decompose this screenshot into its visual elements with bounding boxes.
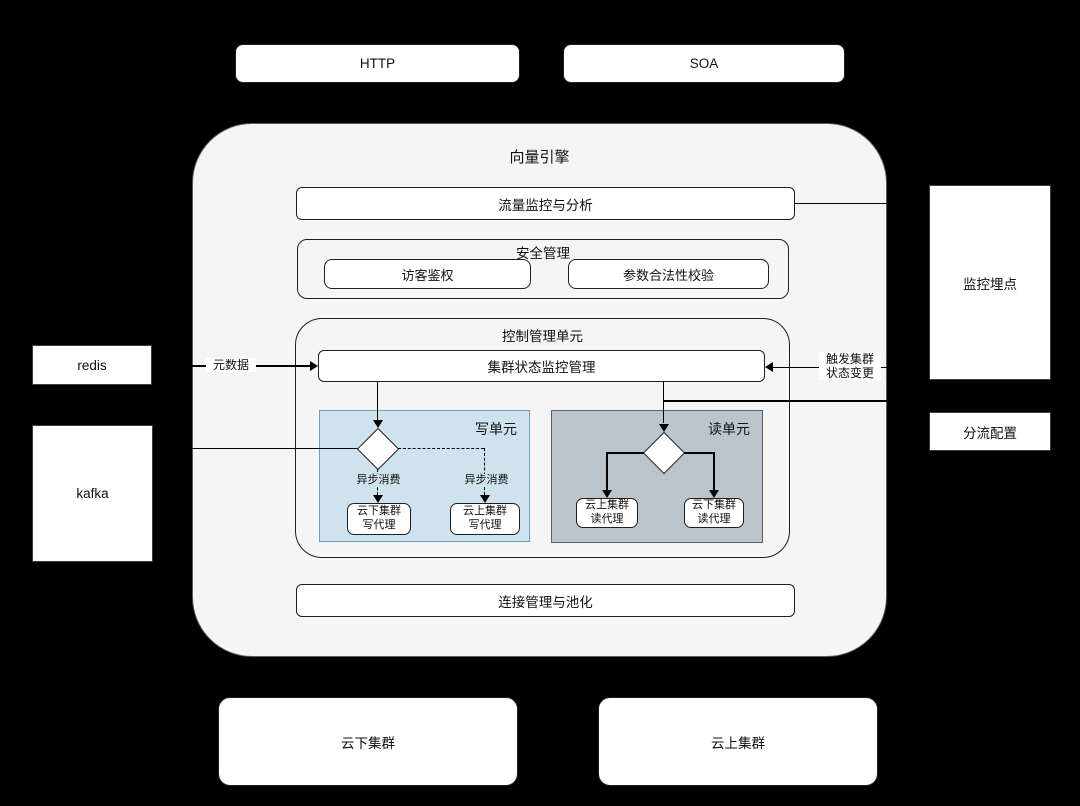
- edge-read-online-v: [606, 452, 608, 491]
- write-proxy-online: 云上集群 写代理: [450, 503, 520, 535]
- traffic-monitor-label: 流量监控与分析: [498, 197, 593, 213]
- node-monitor-label: 监控埋点: [963, 276, 1017, 292]
- edge-async-offline-label: 异步消费: [353, 474, 404, 487]
- security-param-box: 参数合法性校验: [568, 259, 769, 289]
- write-unit-title: 写单元: [475, 421, 517, 437]
- write-proxy-offline: 云下集群 写代理: [347, 503, 411, 535]
- node-kafka-label: kafka: [76, 486, 109, 501]
- node-http: HTTP: [235, 44, 520, 83]
- edge-traffic-monitor: [795, 202, 929, 204]
- read-unit-title: 读单元: [708, 421, 750, 437]
- connection-pool-bar: 连接管理与池化: [296, 584, 795, 617]
- security-group-title: 安全管理: [516, 246, 570, 261]
- security-param-label: 参数合法性校验: [622, 267, 714, 283]
- node-online-cluster-label: 云上集群: [711, 735, 765, 751]
- node-split-config: 分流配置: [929, 412, 1051, 451]
- edge-status-write: [376, 382, 378, 420]
- edge-trigger-arrowhead: [765, 362, 773, 373]
- read-proxy-online-line1: 云上集群: [585, 499, 629, 512]
- read-proxy-offline-line1: 云下集群: [692, 499, 736, 512]
- read-proxy-online-line2: 读代理: [590, 513, 624, 525]
- node-http-label: HTTP: [359, 56, 396, 71]
- edge-read-online-arrowhead: [602, 489, 613, 498]
- connection-pool-label: 连接管理与池化: [498, 594, 593, 610]
- edge-async-online-arrowhead: [479, 494, 490, 503]
- edge-status-read: [662, 382, 665, 423]
- edge-http-engine: [376, 83, 378, 127]
- edge-status-write-arrowhead: [372, 419, 383, 428]
- edge-status-read-arrowhead: [658, 423, 669, 432]
- write-proxy-offline-line1: 云下集群: [357, 505, 401, 518]
- edge-read-offline-h: [684, 452, 715, 454]
- node-online-cluster: 云上集群: [598, 697, 878, 786]
- write-proxy-online-line1: 云上集群: [463, 505, 507, 518]
- edge-read-offline-arrowhead: [709, 489, 719, 498]
- edge-trigger-label-line2: 状态变更: [825, 366, 874, 380]
- edge-async-online-v: [483, 448, 485, 495]
- edge-trigger-label-line1: 触发集群: [825, 352, 874, 366]
- edge-metadata-label: 元数据: [206, 358, 256, 372]
- security-auth-box: 访客鉴权: [324, 259, 531, 289]
- edge-soa-engine: [703, 83, 705, 127]
- edge-read-offline-v: [713, 452, 715, 491]
- edge-trigger-label: 触发集群 状态变更: [819, 352, 881, 380]
- cluster-status-label: 集群状态监控管理: [487, 360, 596, 375]
- node-split-config-label: 分流配置: [963, 425, 1017, 441]
- edge-async-offline-arrowhead: [372, 494, 383, 503]
- edge-metadata-arrowhead: [310, 360, 318, 371]
- write-proxy-online-line2: 写代理: [468, 519, 502, 531]
- node-kafka: kafka: [32, 425, 153, 562]
- control-group: [295, 318, 790, 558]
- edge-read-splitconfig: [663, 400, 929, 402]
- node-offline-cluster-label: 云下集群: [341, 735, 395, 751]
- security-auth-label: 访客鉴权: [401, 267, 454, 283]
- read-proxy-offline: 云下集群 读代理: [684, 498, 744, 528]
- security-group: [297, 239, 789, 299]
- read-proxy-online: 云上集群 读代理: [576, 498, 638, 528]
- cluster-status-bar: 集群状态监控管理: [318, 350, 765, 382]
- edge-read-online-h: [606, 452, 644, 454]
- traffic-monitor-bar: 流量监控与分析: [296, 187, 795, 220]
- node-redis-label: redis: [77, 357, 107, 373]
- write-proxy-offline-line2: 写代理: [362, 519, 396, 531]
- edge-kafka-write: [153, 447, 358, 450]
- node-monitor: 监控埋点: [929, 185, 1051, 380]
- node-soa-label: SOA: [689, 56, 719, 71]
- node-redis: redis: [32, 345, 152, 385]
- node-offline-cluster: 云下集群: [218, 697, 518, 786]
- control-group-title: 控制管理单元: [502, 329, 583, 344]
- edge-async-online-h: [398, 447, 484, 449]
- edge-async-online-label: 异步消费: [461, 474, 512, 487]
- node-soa: SOA: [563, 44, 845, 83]
- read-proxy-offline-line2: 读代理: [697, 513, 731, 525]
- engine-title: 向量引擎: [509, 149, 570, 166]
